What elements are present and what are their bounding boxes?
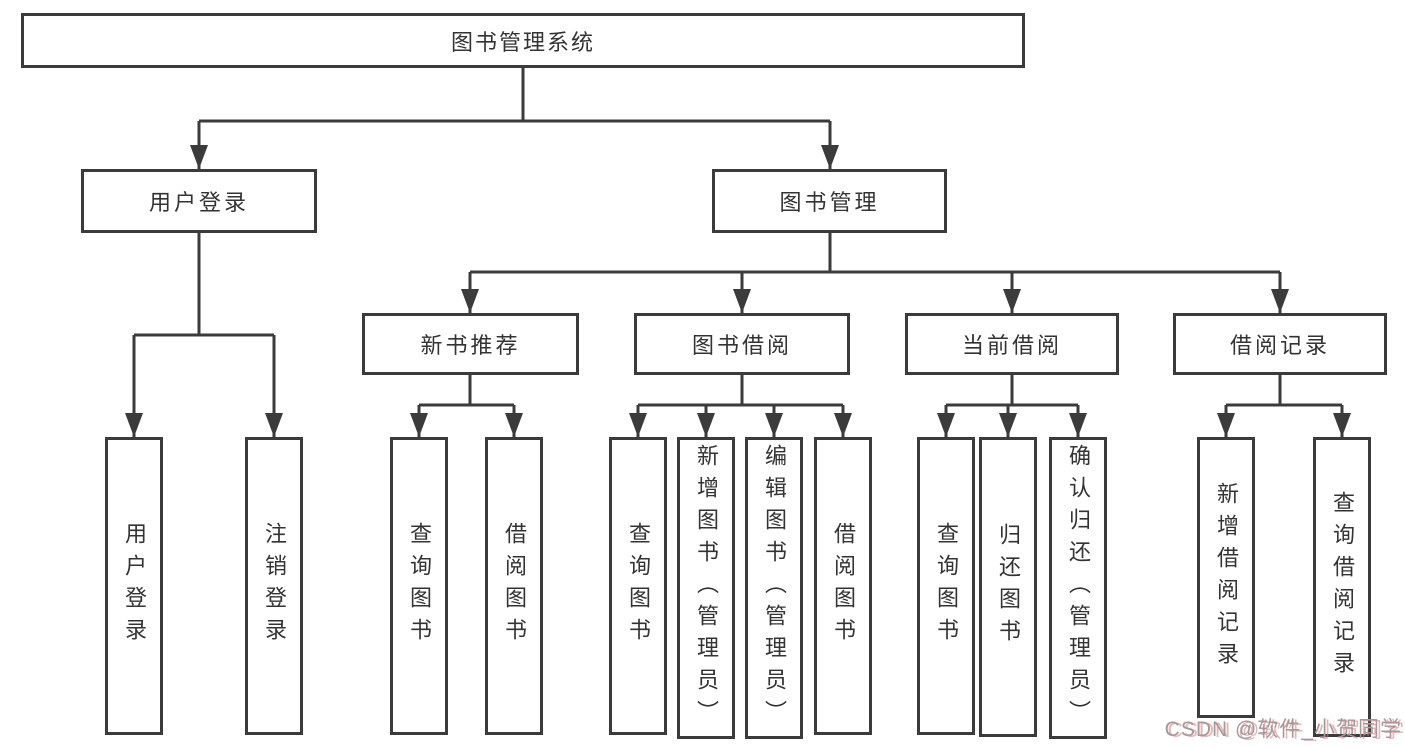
node-leaf-edit-books-admin: 编辑图书（管理员） xyxy=(745,437,803,739)
node-current-borrowing: 当前借阅 xyxy=(905,313,1119,375)
node-leaf-add-books-admin: 新增图书（管理员） xyxy=(677,437,735,739)
node-borrowing-records: 借阅记录 xyxy=(1173,313,1387,375)
node-leaf-query-books-recommend: 查询图书 xyxy=(390,437,448,735)
node-user-login: 用户登录 xyxy=(81,169,317,233)
node-leaf-borrow-books-recommend: 借阅图书 xyxy=(485,437,543,735)
node-leaf-label: 借阅图书 xyxy=(502,522,527,650)
node-leaf-label: 注销登录 xyxy=(262,522,287,650)
node-leaf-user-login: 用户登录 xyxy=(105,437,163,735)
node-leaf-query-books-current: 查询图书 xyxy=(917,437,975,735)
csdn-watermark: CSDN @软件_小贺同学 xyxy=(1164,718,1402,741)
node-leaf-add-borrow-record: 新增借阅记录 xyxy=(1197,437,1255,718)
node-leaf-label: 新增借阅记录 xyxy=(1214,481,1239,674)
node-leaf-confirm-return-admin: 确认归还（管理员） xyxy=(1049,437,1107,739)
node-leaf-label: 查询图书 xyxy=(407,522,432,650)
node-leaf-label: 借阅图书 xyxy=(831,522,856,650)
node-leaf-logout: 注销登录 xyxy=(245,437,303,735)
node-new-book-recommendation: 新书推荐 xyxy=(362,313,579,375)
node-library-system: 图书管理系统 xyxy=(21,13,1025,68)
node-book-management: 图书管理 xyxy=(712,169,947,233)
node-leaf-label: 查询图书 xyxy=(626,522,651,650)
node-leaf-label: 编辑图书（管理员） xyxy=(762,444,787,732)
node-leaf-label: 新增图书（管理员） xyxy=(694,444,719,732)
node-leaf-return-books: 归还图书 xyxy=(979,437,1037,737)
node-leaf-label: 确认归还（管理员） xyxy=(1066,444,1091,732)
node-leaf-query-borrow-record: 查询借阅记录 xyxy=(1313,437,1371,737)
node-leaf-label: 用户登录 xyxy=(122,522,147,650)
connector-lines xyxy=(132,68,1344,437)
node-leaf-label: 归还图书 xyxy=(996,523,1021,651)
node-leaf-query-books-borrow: 查询图书 xyxy=(609,437,667,735)
node-leaf-label: 查询图书 xyxy=(934,522,959,650)
node-leaf-borrow-books: 借阅图书 xyxy=(814,437,872,735)
node-leaf-label: 查询借阅记录 xyxy=(1330,491,1355,683)
node-book-borrowing: 图书借阅 xyxy=(634,313,850,375)
